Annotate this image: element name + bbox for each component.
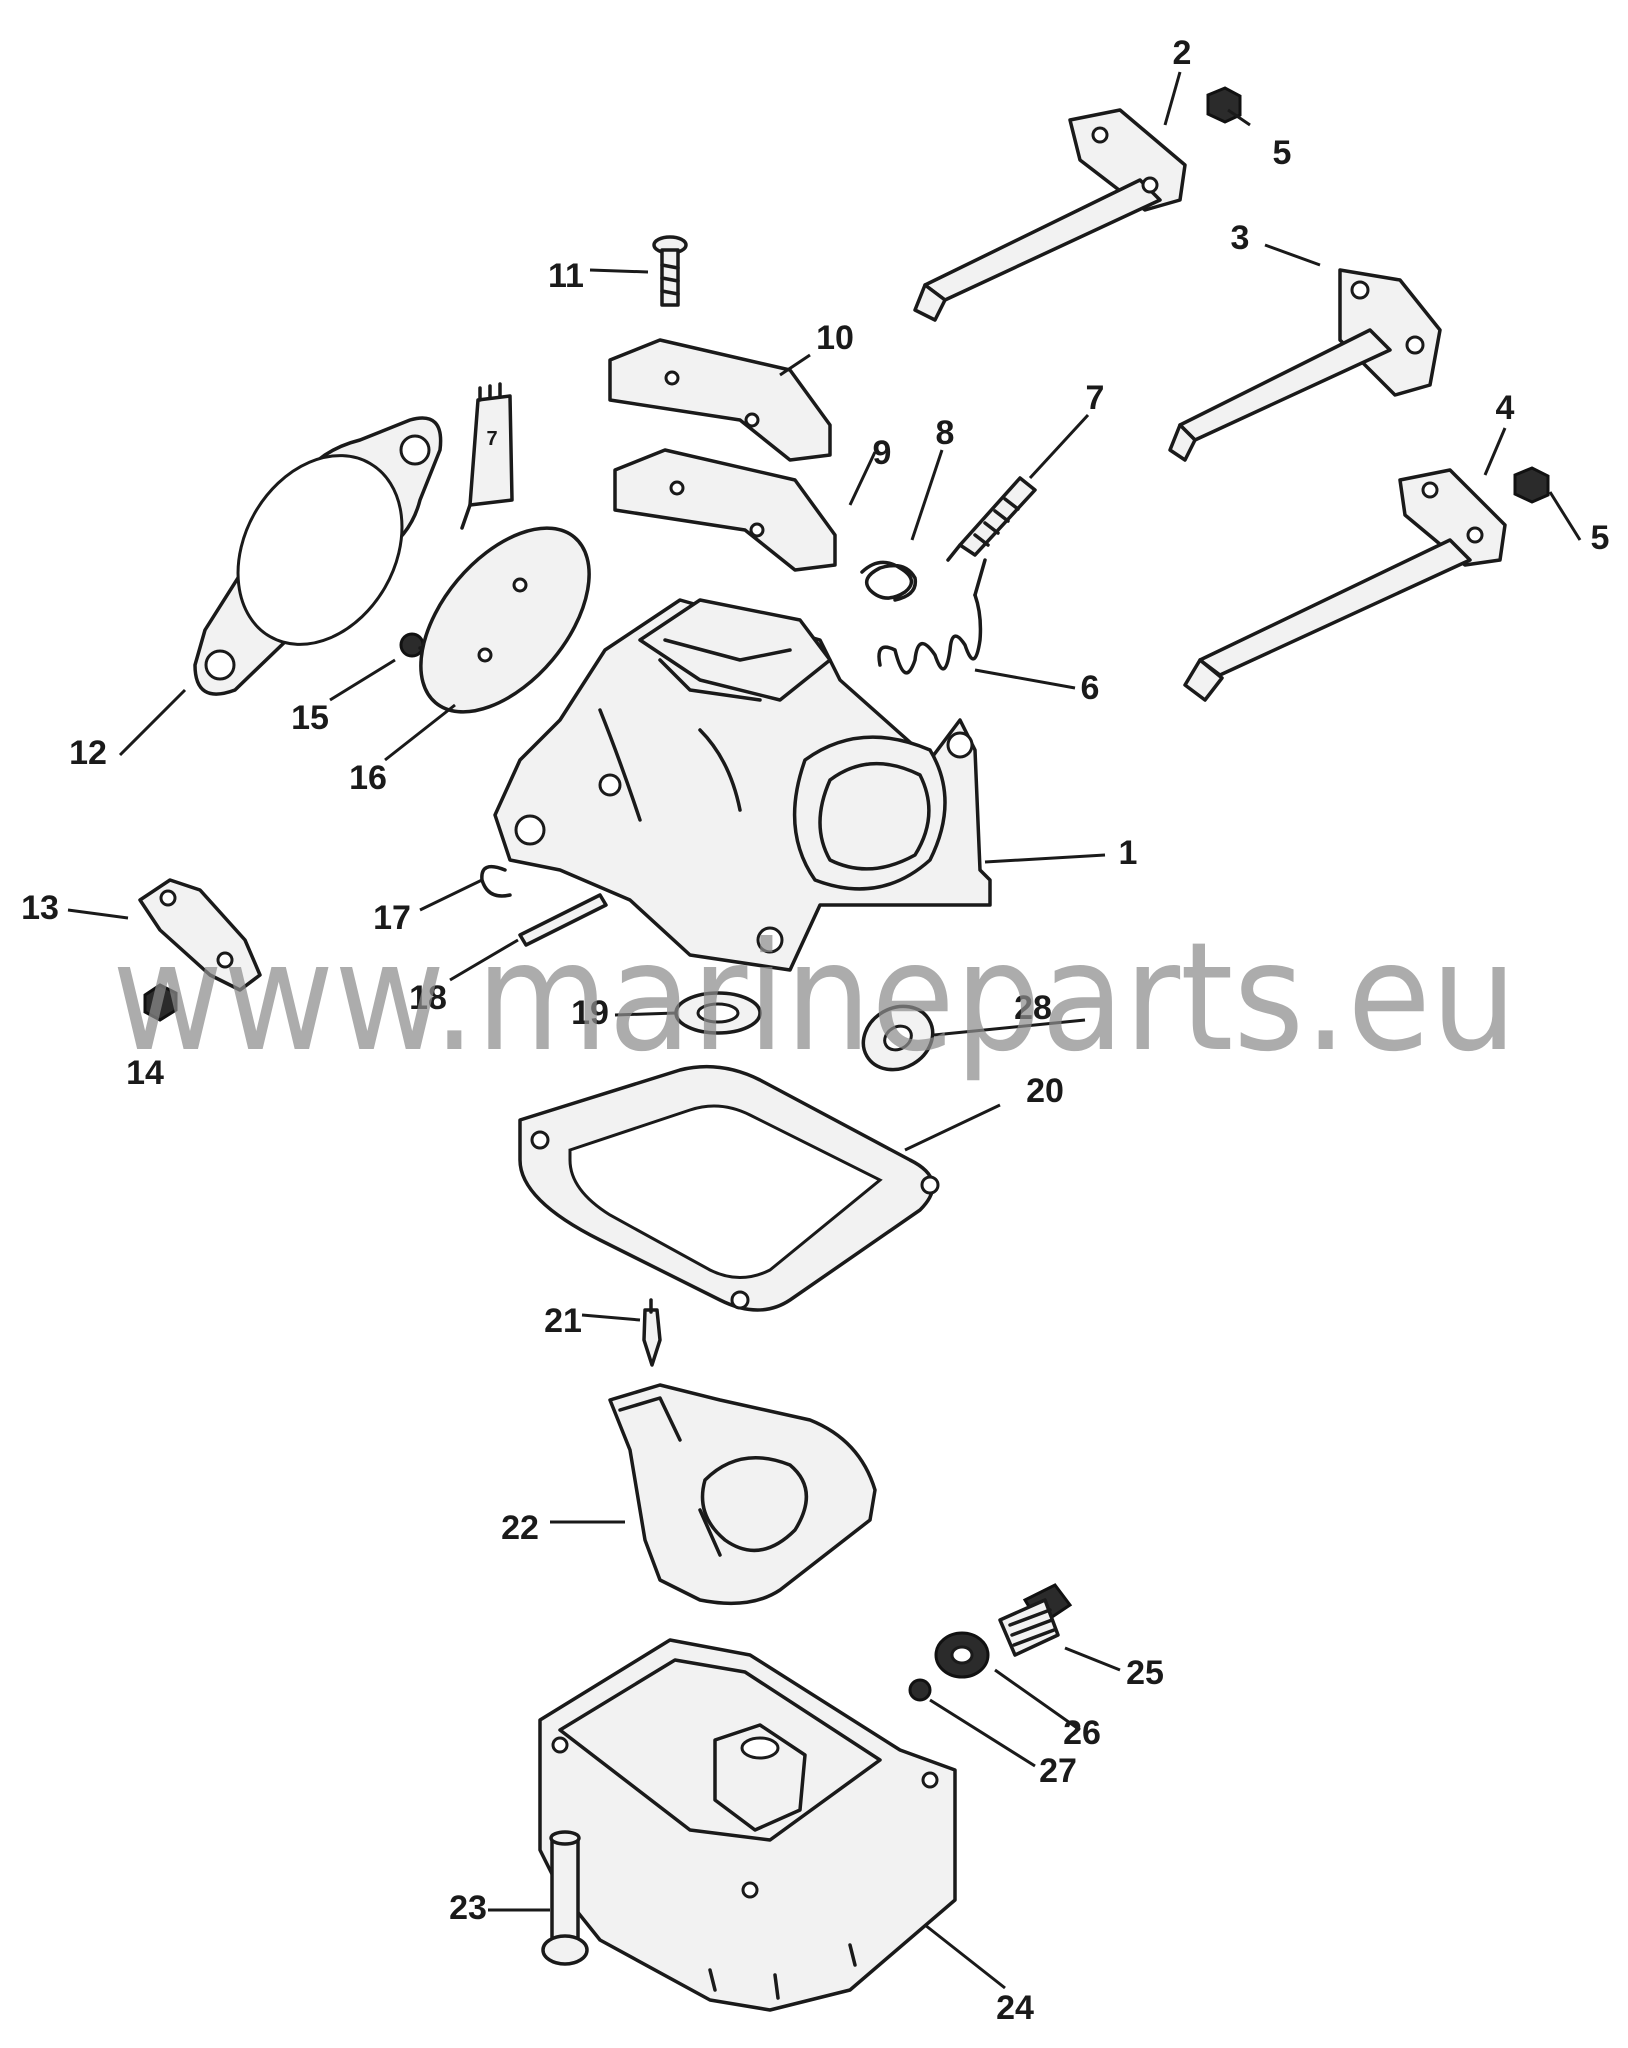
throttle-shaft-lever-top xyxy=(913,108,1187,322)
nut-right xyxy=(1513,466,1550,504)
needle-valve xyxy=(642,1298,662,1367)
callout-21: 21 xyxy=(544,1302,582,1340)
callout-20: 20 xyxy=(1026,1072,1064,1110)
screw-27 xyxy=(908,1678,932,1702)
throttle-shaft-lever-bottom xyxy=(1183,468,1507,702)
callout-23: 23 xyxy=(449,1889,487,1927)
cover-gasket xyxy=(613,448,837,572)
clip xyxy=(480,864,512,898)
callout-28: 28 xyxy=(1014,989,1052,1027)
callout-22: 22 xyxy=(501,1509,539,1547)
leader-lines xyxy=(67,71,1582,1990)
watermark-text: www.marineparts.eu xyxy=(112,911,1517,1085)
callout-18: 18 xyxy=(409,979,447,1017)
callout-15: 15 xyxy=(291,699,329,737)
callout-17: 17 xyxy=(373,899,411,937)
callout-11: 11 xyxy=(548,257,584,295)
spring-large xyxy=(877,558,987,675)
nut-14 xyxy=(143,983,178,1022)
washer-26 xyxy=(934,1631,990,1679)
callout-5b: 5 xyxy=(1591,519,1610,557)
callout-16: 16 xyxy=(349,759,387,797)
svg-text:7: 7 xyxy=(486,428,497,450)
callout-13: 13 xyxy=(21,889,59,927)
callout-5a: 5 xyxy=(1273,134,1292,172)
callout-26: 26 xyxy=(1063,1714,1101,1752)
screw-23 xyxy=(541,1830,589,1966)
callout-labels: 1 2 3 4 5 5 6 7 7 8 9 10 11 12 13 14 15 … xyxy=(21,34,1609,2027)
callout-12: 12 xyxy=(69,734,107,772)
callout-19: 19 xyxy=(571,994,609,1032)
nut-top xyxy=(1206,86,1242,124)
callout-3: 3 xyxy=(1231,219,1250,257)
callout-10: 10 xyxy=(816,319,854,357)
spring-small xyxy=(860,560,918,602)
washer-28 xyxy=(861,1004,935,1072)
callout-2: 2 xyxy=(1173,34,1192,72)
callout-7b: 7 xyxy=(486,433,497,455)
callout-7a: 7 xyxy=(1086,379,1105,417)
mounting-gasket xyxy=(193,416,443,696)
throttle-shaft-lever-middle xyxy=(1168,268,1442,462)
callout-24: 24 xyxy=(996,1989,1034,2027)
carburetor-body xyxy=(493,598,992,972)
callout-9: 9 xyxy=(873,434,892,472)
callout-27: 27 xyxy=(1039,1752,1077,1790)
callout-8: 8 xyxy=(936,414,955,452)
throttle-plate xyxy=(419,526,591,714)
callout-25: 25 xyxy=(1126,1654,1164,1692)
float-bowl-gasket xyxy=(518,1064,940,1312)
drain-plug xyxy=(998,1583,1073,1657)
screw-top xyxy=(652,235,688,307)
cover-plate xyxy=(608,338,832,462)
float xyxy=(608,1383,877,1606)
callout-4: 4 xyxy=(1496,389,1515,427)
callout-6: 6 xyxy=(1081,669,1100,707)
small-gasket xyxy=(674,991,762,1035)
float-bowl xyxy=(538,1638,957,2012)
callout-1: 1 xyxy=(1119,834,1138,872)
callout-14: 14 xyxy=(126,1054,164,1092)
choke-lever xyxy=(138,878,262,992)
fuel-tube: 7 xyxy=(460,382,514,530)
idle-screw xyxy=(946,476,1037,562)
pin xyxy=(518,893,608,947)
